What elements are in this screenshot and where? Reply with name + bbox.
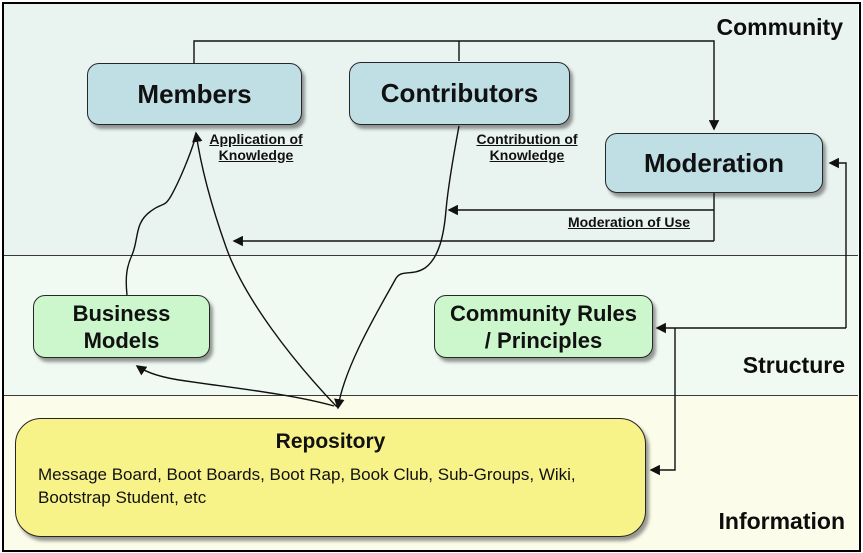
contribution-label-line2: Knowledge: [489, 146, 565, 163]
node-community-rules: Community Rules / Principles: [434, 295, 653, 358]
band-label-information: Information: [718, 508, 846, 534]
node-business-models-label-line1: Business: [72, 300, 171, 326]
contribution-label-line1: Contribution of: [476, 131, 578, 147]
node-repository: Repository Message Board, Boot Boards, B…: [15, 418, 646, 537]
edge-label-moderation-of-use: Moderation of Use: [567, 214, 691, 230]
node-business-models-label-line2: Models: [83, 327, 160, 353]
application-label-line2: Knowledge: [218, 146, 294, 163]
node-contributors-label: Contributors: [380, 78, 539, 108]
edge-label-application-of-knowledge: Application of Knowledge: [194, 131, 318, 163]
node-community-rules-label-line2: / Principles: [484, 327, 603, 353]
node-members: Members: [87, 63, 302, 125]
edge-label-contribution-of-knowledge: Contribution of Knowledge: [465, 131, 589, 163]
node-business-models: Business Models: [33, 295, 210, 358]
node-community-rules-label-line1: Community Rules: [449, 300, 638, 326]
node-members-label: Members: [137, 78, 252, 109]
node-moderation: Moderation: [605, 133, 823, 193]
band-community: [4, 4, 858, 255]
repository-items: Message Board, Boot Boards, Boot Rap, Bo…: [38, 465, 576, 507]
repository-title: Repository: [275, 430, 386, 453]
node-contributors: Contributors: [349, 62, 570, 125]
application-label-line1: Application of: [209, 131, 303, 147]
node-moderation-label: Moderation: [643, 147, 785, 178]
band-label-structure: Structure: [742, 352, 845, 378]
band-label-community: Community: [716, 14, 844, 40]
